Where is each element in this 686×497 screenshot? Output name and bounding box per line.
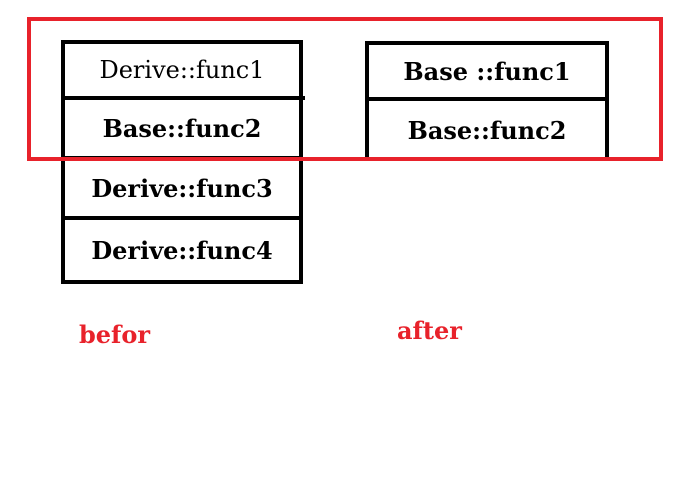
after-row-1-text: Base ::func1 (403, 56, 571, 86)
before-row-4-label: Derive::func4 (91, 235, 273, 265)
after-row-1-label: Base ::func1 (403, 57, 570, 86)
row-divider (65, 96, 305, 100)
before-row-1-label: Derive::func1 (99, 56, 265, 84)
before-row-2-label: Base::func2 (102, 113, 262, 143)
before-row-3: Derive::func3 (65, 160, 299, 216)
before-row-2: Base::func2 (65, 100, 299, 156)
before-caption: befor (79, 320, 151, 349)
before-row-3-label: Derive::func3 (91, 173, 273, 203)
after-row-2: Base::func2 (369, 101, 605, 160)
before-row-4: Derive::func4 (65, 220, 299, 280)
after-vtable: Base ::func1 Base::func2 (365, 41, 609, 160)
row-divider (369, 97, 609, 101)
after-caption: after (397, 316, 462, 345)
before-vtable: Derive::func1 Base::func2 Derive::func3 … (61, 40, 305, 284)
after-row-1: Base ::func1 (369, 45, 605, 97)
after-row-2-label: Base::func2 (407, 116, 567, 145)
before-row-1: Derive::func1 (65, 44, 299, 96)
highlight-box (27, 17, 663, 161)
row-divider (65, 216, 299, 220)
